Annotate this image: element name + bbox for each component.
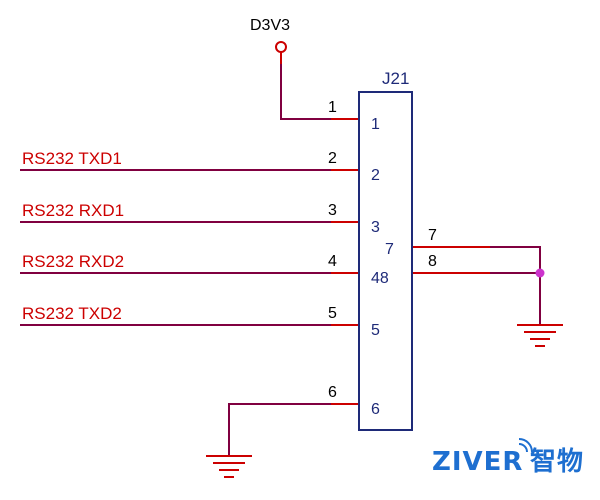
signal-waves-icon xyxy=(518,438,533,453)
net-label-rxd2: RS232 RXD2 xyxy=(22,252,124,271)
pin-stubs xyxy=(331,118,490,405)
net-label-txd2: RS232 TXD2 xyxy=(22,304,122,323)
pin-label-48: 48 xyxy=(371,270,389,287)
power-net-label: D3V3 xyxy=(250,17,290,34)
power-symbol-d3v3: D3V3 xyxy=(250,17,290,64)
power-port-circle xyxy=(275,41,287,53)
ziver-logo: ZIVER 智物 xyxy=(432,438,584,477)
pad-number-2: 2 xyxy=(328,150,337,167)
net-labels: RS232 TXD1 RS232 RXD1 RS232 RXD2 RS232 T… xyxy=(22,149,124,323)
pin-label-6: 6 xyxy=(371,401,380,418)
pad-number-3: 3 xyxy=(328,202,337,219)
connector-ref-label: J21 xyxy=(382,69,409,88)
pin-label-5: 5 xyxy=(371,322,380,339)
pad-number-5: 5 xyxy=(328,305,337,322)
logo-text-cjk: 智物 xyxy=(530,447,584,477)
ground-symbol-left xyxy=(206,455,252,478)
net-label-txd1: RS232 TXD1 xyxy=(22,149,122,168)
pin-label-2: 2 xyxy=(371,167,380,184)
junction-dot xyxy=(535,268,545,278)
wire-pin6-ground xyxy=(228,403,359,455)
connector-body xyxy=(358,91,413,431)
pad-number-1: 1 xyxy=(328,99,337,116)
wires xyxy=(20,64,541,455)
pad-number-4: 4 xyxy=(328,253,337,270)
ground-symbol-right xyxy=(517,324,563,347)
pin-label-1: 1 xyxy=(371,116,380,133)
net-label-rxd1: RS232 RXD1 xyxy=(22,201,124,220)
pin-label-7: 7 xyxy=(385,241,394,258)
pad-number-7: 7 xyxy=(428,227,437,244)
pad-number-8: 8 xyxy=(428,253,437,270)
wire-d3v3-pin1 xyxy=(280,64,359,120)
connector-j21: J21 1 2 3 7 48 5 6 1 2 3 4 5 6 7 8 xyxy=(328,69,437,431)
logo-text-latin: ZIVER xyxy=(432,447,523,477)
pin-label-3: 3 xyxy=(371,219,380,236)
pad-number-6: 6 xyxy=(328,384,337,401)
